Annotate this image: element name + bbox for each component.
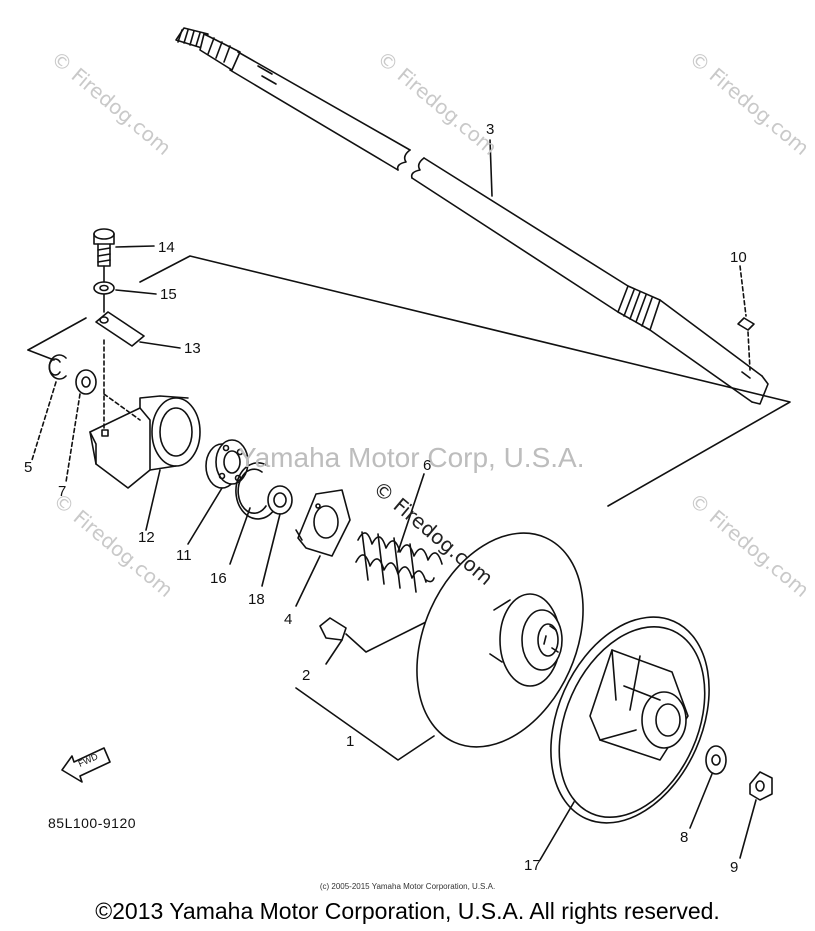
diagram-part-code: 85L100-9120: [48, 815, 137, 831]
bolt-part-14: [93, 228, 115, 267]
sliding-sheave-part-17: [550, 616, 710, 824]
spring-part-6: [355, 531, 443, 593]
callout-2: 2: [302, 667, 311, 684]
callout-12: 12: [138, 529, 155, 546]
parts-diagram: [27, 27, 791, 861]
bearing-housing-part-12: [89, 339, 201, 489]
callout-10: 10: [730, 249, 747, 266]
small-copyright: (c) 2005-2015 Yamaha Motor Corporation, …: [319, 882, 496, 891]
fixed-sheave-part-1: [416, 532, 584, 748]
callout-16: 16: [210, 570, 227, 587]
callout-11: 11: [176, 547, 192, 564]
fwd-arrow-icon: [61, 747, 111, 783]
shaft-part-3: [175, 27, 769, 405]
callout-14: 14: [158, 239, 175, 256]
callout-3: 3: [486, 121, 495, 138]
copyright-footer: ©2013 Yamaha Motor Corporation, U.S.A. A…: [95, 898, 720, 924]
callout-17: 17: [524, 857, 541, 874]
watermark-company: Yamaha Motor Corp, U.S.A.: [238, 442, 585, 473]
callout-5: 5: [24, 459, 33, 476]
callout-7: 7: [58, 483, 67, 500]
cam-part-4: [295, 489, 351, 557]
callout-6: 6: [423, 457, 432, 474]
callout-15: 15: [160, 286, 177, 303]
callout-8: 8: [680, 829, 689, 846]
callout-4: 4: [284, 611, 293, 628]
callout-1: 1: [346, 733, 355, 750]
callout-13: 13: [184, 340, 201, 357]
callout-9: 9: [730, 859, 739, 876]
callout-18: 18: [248, 591, 265, 608]
